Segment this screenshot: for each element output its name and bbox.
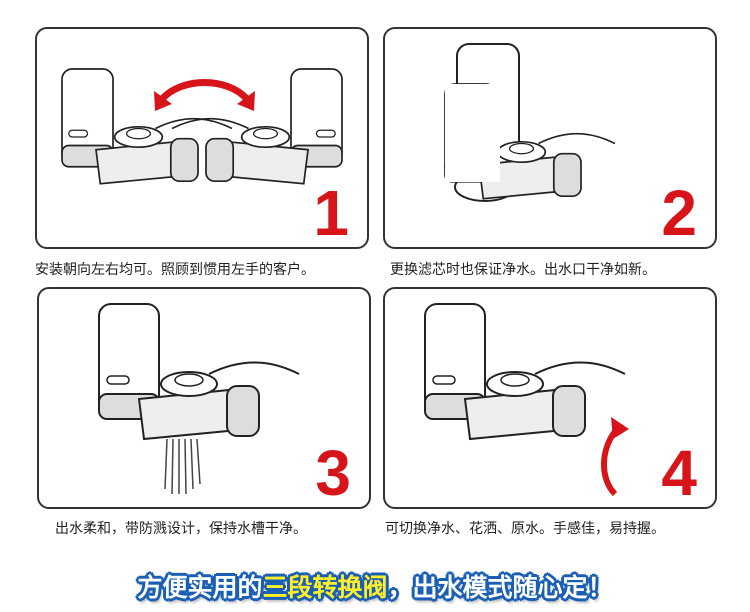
rotate-arrow-icon — [159, 79, 250, 102]
slogan-banner: 方便实用的三段转换阀，出水模式随心定！ — [0, 568, 750, 604]
caption-2: 更换滤芯时也保证净水。出水口干净如新。 — [390, 262, 656, 278]
rotate-arrow-icon — [601, 427, 620, 497]
panel-4: 4 — [383, 287, 717, 509]
faucet-illustration-left-right — [61, 68, 343, 185]
slogan-part1: 方便实用的 — [137, 573, 263, 602]
caption-1: 安装朝向左右均可。照顾到惯用左手的客户。 — [35, 262, 315, 278]
step-number: 1 — [313, 177, 349, 249]
panel-3: 3 — [37, 287, 371, 509]
soft-water-flow-illustration — [98, 303, 300, 495]
panel-2: 2 — [383, 27, 717, 249]
slogan-part2: ，出水模式随心定！ — [387, 573, 613, 602]
step-number: 4 — [661, 437, 697, 509]
step-number: 3 — [315, 437, 351, 509]
step-number: 2 — [661, 177, 697, 249]
caption-3: 出水柔和，带防溅设计，保持水槽干净。 — [55, 521, 307, 537]
mode-switch-illustration — [424, 303, 629, 497]
slogan-highlight: 三段转换阀 — [262, 573, 388, 602]
filter-replacement-illustration — [444, 43, 616, 202]
panel-1: 1 — [35, 27, 369, 249]
caption-4: 可切换净水、花洒、原水。手感佳，易持握。 — [385, 521, 665, 537]
